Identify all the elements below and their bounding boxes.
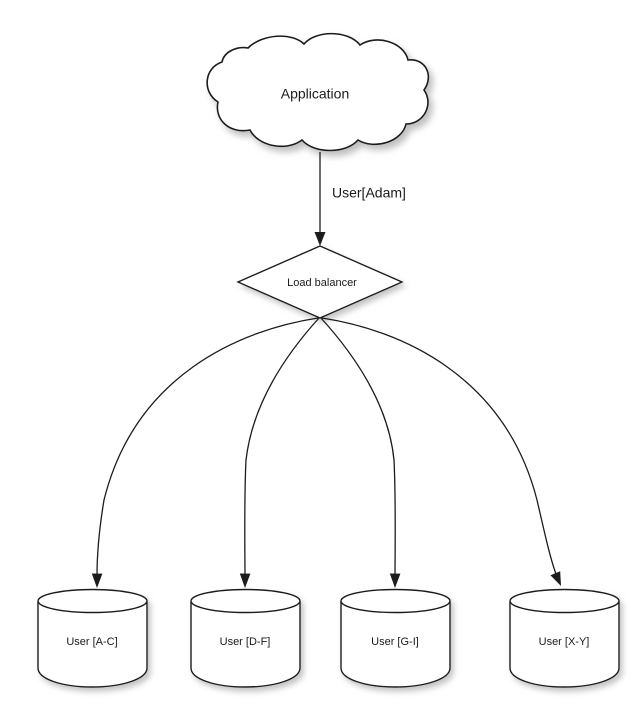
database-label: User [X-Y] xyxy=(539,636,590,648)
edge-curve-0 xyxy=(96,317,319,577)
node-database-2[interactable]: User [G-I] xyxy=(340,588,451,688)
cloud-label: Application xyxy=(281,86,350,102)
cylinder-shape xyxy=(509,588,620,688)
database-label: User [A-C] xyxy=(66,636,117,648)
node-database-1[interactable]: User [D-F] xyxy=(190,588,301,688)
database-label: User [D-F] xyxy=(220,636,271,648)
edge-application-to-load-balancer: User[Adam] xyxy=(314,152,406,246)
node-application-cloud[interactable]: Application xyxy=(206,32,430,152)
edge-load-balancer-to-db-2 xyxy=(320,317,401,588)
edge-label-user-adam: User[Adam] xyxy=(332,185,406,201)
arrow-head-icon xyxy=(314,232,326,246)
cylinder-shape xyxy=(190,588,301,688)
edge-curve-1 xyxy=(244,317,320,577)
edge-load-balancer-to-db-3 xyxy=(321,317,561,586)
cylinder-shape xyxy=(37,588,148,688)
edge-load-balancer-to-db-0 xyxy=(91,317,319,588)
diamond-label: Load balancer xyxy=(287,277,357,289)
cylinder-shape xyxy=(340,588,451,688)
arrow-head-icon xyxy=(550,571,561,586)
edge-curve-2 xyxy=(320,317,396,577)
edge-curve-3 xyxy=(321,317,557,575)
diamond-shape xyxy=(236,245,404,319)
arrow-head-icon xyxy=(239,573,251,588)
cloud-shape xyxy=(206,32,430,152)
node-database-0[interactable]: User [A-C] xyxy=(37,588,148,688)
node-database-3[interactable]: User [X-Y] xyxy=(509,588,620,688)
arrow-head-icon xyxy=(91,573,103,588)
arrow-head-icon xyxy=(389,573,401,588)
edge-load-balancer-to-db-1 xyxy=(239,317,320,588)
node-load-balancer-diamond[interactable]: Load balancer xyxy=(236,245,404,319)
database-label: User [G-I] xyxy=(371,636,419,648)
